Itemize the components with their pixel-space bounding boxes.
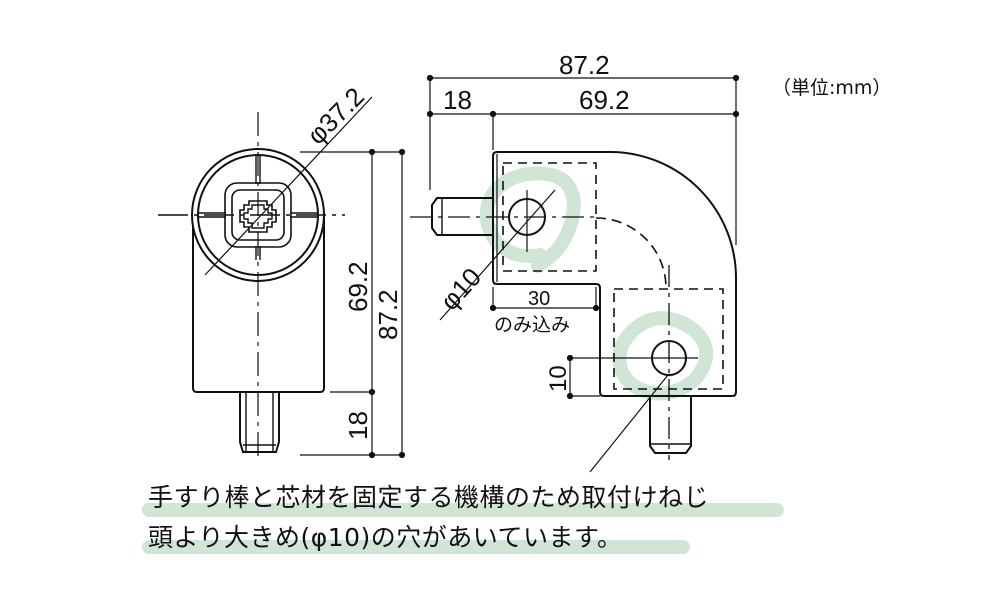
side-pin-length-label: 18 xyxy=(443,85,472,115)
insert-depth-caption: のみ込み xyxy=(494,314,570,336)
side-body-width-label: 69.2 xyxy=(579,85,630,115)
hole-offset-label: 10 xyxy=(545,365,572,392)
highlight-marker-lower xyxy=(612,311,714,401)
front-diameter-label: φ37.2 xyxy=(301,81,370,150)
front-height-upper-label: 69.2 xyxy=(343,261,373,312)
front-pin-length-label: 18 xyxy=(343,411,373,440)
highlight-bar-line2 xyxy=(142,540,690,554)
highlight-marker-upper xyxy=(479,166,581,273)
side-total-width-label: 87.2 xyxy=(559,50,610,80)
hole-diameter-label: φ10 xyxy=(434,262,487,316)
front-view xyxy=(158,96,373,460)
highlight-bar-line1 xyxy=(142,503,784,517)
side-horizontal-dimensions xyxy=(426,74,740,400)
unit-label: （単位:mm） xyxy=(772,77,892,99)
front-vertical-dimensions xyxy=(300,148,406,459)
side-view xyxy=(410,151,737,473)
front-height-total-label: 87.2 xyxy=(373,289,403,340)
note-line-1: 手すり棒と芯材を固定する機構のため取付けねじ xyxy=(148,483,710,512)
note-line-2: 頭より大きめ(φ10)の穴があいています。 xyxy=(148,523,623,552)
insert-depth-value: 30 xyxy=(528,288,550,310)
